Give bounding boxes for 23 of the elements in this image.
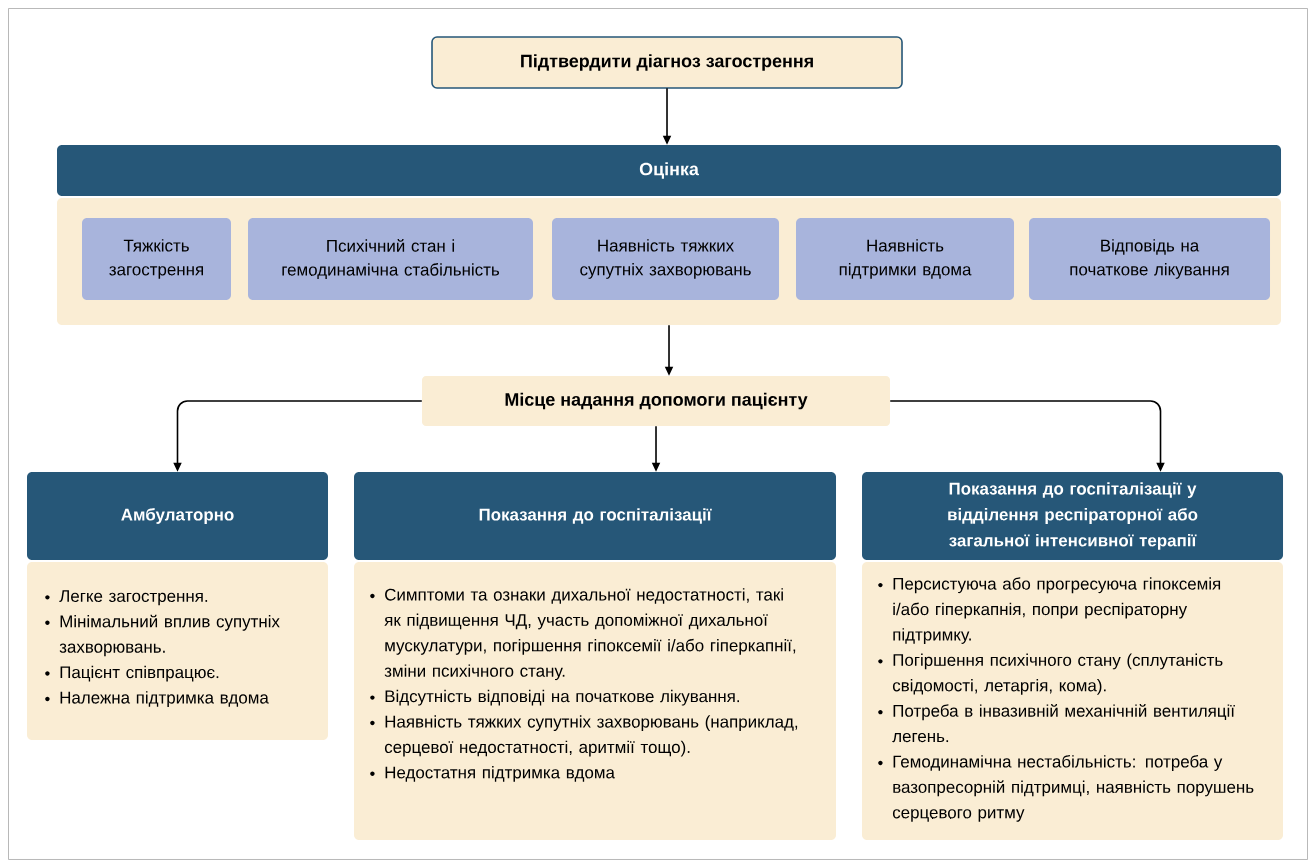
bullet-item: Симптоми та ознаки дихальної недостатності, такі як підвищення ЧД, участь допоміжної дихальної мускулатури, погіршення гіпоксемії і/або гіперкапнії, зміни психічного стану. [370, 588, 796, 681]
bullet-item: Наявність тяжких супутніх захворювань (наприклад, серцевої недостатності, аритмії тощо). [370, 715, 798, 757]
bullet-item: Пацієнт співпрацює. [45, 665, 219, 682]
criterion-box: Тяжкість загострення [82, 218, 231, 300]
card-header: Показання до госпіталізації [354, 472, 836, 560]
criterion-box: Наявність підтримки вдома [796, 218, 1014, 300]
card-header: Показання до госпіталізації у відділення респіраторної або загальної інтенсивної терапії [862, 472, 1283, 560]
criterion-box: Наявність тяжких супутніх захворювань [552, 218, 779, 300]
criterion-box: Відповідь на початкове лікування [1029, 218, 1270, 300]
bullet-item: Належна підтримка вдома [45, 691, 269, 707]
header-bar: Оцінка [57, 145, 1281, 196]
heading-box: Місце надання допомоги пацієнту [422, 376, 890, 426]
bullet-item: Легке загострення. [45, 590, 208, 606]
bullet-item: Персистуюча або прогресуюча гіпоксемія і/або гіперкапнія, попри респіраторну підтримку. [878, 577, 1221, 644]
bullet-item: Гемодинамічна нестабільність: потреба у вазопресорній підтримці, наявність порушень серцевого ритму [878, 755, 1254, 822]
bullet-item: Погіршення психічного стану (сплутаність свідомості, летаргія, кома). [878, 653, 1223, 695]
title-box: Підтвердити діагноз загострення [431, 36, 903, 89]
card-header: Амбулаторно [27, 472, 328, 560]
bullet-item: Недостатня підтримка вдома [370, 766, 615, 782]
bullet-item: Потреба в інвазивній механічній вентиляції легень. [878, 704, 1235, 743]
bullet-item: Відсутність відповіді на початкове лікування. [370, 689, 739, 706]
criterion-box: Психічний стан і гемодинамічна стабільність [248, 218, 533, 300]
bullet-item: Мінімальний вплив супутніх захворювань. [45, 614, 280, 657]
